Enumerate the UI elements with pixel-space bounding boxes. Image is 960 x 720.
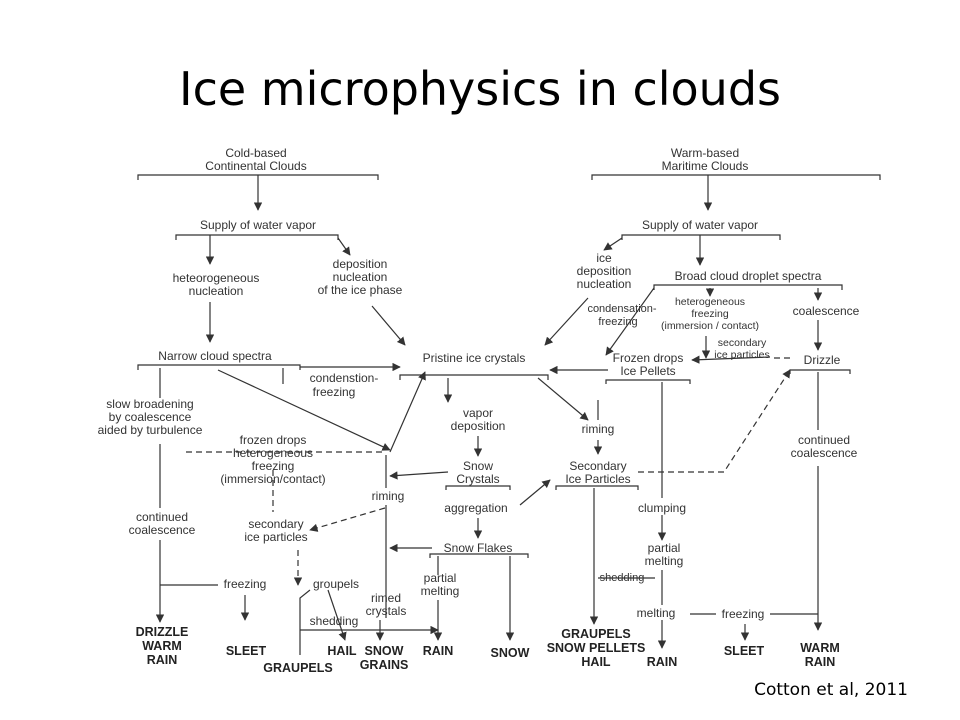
node-condensation-freezing-right: condensation-freezing (587, 303, 656, 328)
node-shedding-right: shedding (600, 572, 645, 584)
node-snow-flakes: Snow Flakes (444, 541, 513, 555)
node-freezing-right: freezing (722, 607, 765, 621)
node-shedding-left: shedding (310, 614, 359, 628)
output-sleet-right: SLEET (724, 644, 765, 658)
output-snow: SNOW (491, 646, 530, 660)
node-riming-left: riming (372, 489, 405, 503)
output-graupels-left: GRAUPELS (263, 661, 332, 675)
node-pristine-ice: Pristine ice crystals (423, 351, 526, 365)
node-coalescence-right: coalescence (793, 304, 860, 318)
node-freezing-left: freezing (224, 577, 267, 591)
node-clumping: clumping (638, 501, 686, 515)
node-broad-spectra: Broad cloud droplet spectra (675, 269, 822, 283)
node-supply-right: Supply of water vapor (642, 218, 758, 232)
node-aggregation: aggregation (444, 501, 507, 515)
output-rain-mid: RAIN (423, 644, 454, 658)
node-riming-right: riming (582, 422, 615, 436)
slide-title: Ice microphysics in clouds (179, 62, 781, 116)
node-narrow-spectra: Narrow cloud spectra (158, 349, 272, 363)
citation: Cotton et al, 2011 (754, 680, 908, 700)
output-rain-right: RAIN (647, 655, 678, 669)
node-supply-left: Supply of water vapor (200, 218, 316, 232)
node-groupels: groupels (313, 577, 359, 591)
flow-connectors (137, 174, 881, 655)
node-condension-freezing-left: condenstion-freezing (310, 371, 379, 399)
node-drizzle: Drizzle (804, 353, 841, 367)
output-sleet-left: SLEET (226, 644, 267, 658)
output-hail: HAIL (327, 644, 357, 658)
node-melting: melting (637, 606, 676, 620)
